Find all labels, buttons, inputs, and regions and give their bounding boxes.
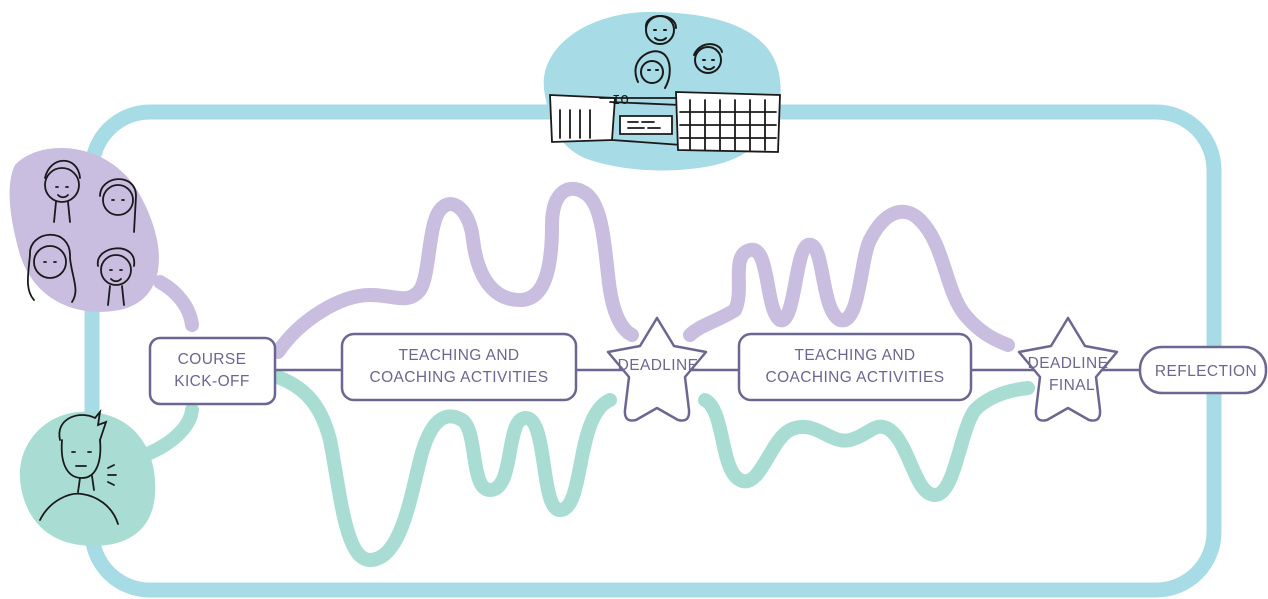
- teaching1-line-2: COACHING ACTIVITIES: [370, 369, 549, 386]
- deadline-final-star-icon: [1017, 316, 1119, 422]
- building-sign: IO: [612, 93, 629, 109]
- reflection-label: REFLECTION: [1155, 363, 1257, 380]
- stage-teaching-activities-1: TEACHING AND COACHING ACTIVITIES: [340, 332, 578, 402]
- teal-connector: [138, 403, 199, 462]
- kickoff-line-2: KICK-OFF: [174, 373, 250, 390]
- deadline-label: DEADLINE: [618, 357, 699, 374]
- stage-deadline: DEADLINE: [606, 316, 708, 422]
- deadline-final-line-1: DEADLINE: [1028, 355, 1109, 372]
- stage-course-kickoff: COURSE KICK-OFF: [148, 336, 277, 406]
- teal-engagement-wave: [268, 369, 617, 568]
- teaching2-line-1: TEACHING AND: [794, 347, 915, 364]
- deadline-final-line-2: FINAL: [1049, 377, 1095, 394]
- purple-engagement-wave: [271, 181, 639, 359]
- stage-reflection: REFLECTION: [1138, 345, 1268, 395]
- purple-engagement-wave-2: [683, 204, 1015, 352]
- purple-connector: [153, 275, 199, 332]
- kickoff-line-1: COURSE: [178, 351, 247, 368]
- stage-teaching-activities-2: TEACHING AND COACHING ACTIVITIES: [737, 332, 973, 402]
- teaching1-line-1: TEACHING AND: [398, 347, 519, 364]
- single-student-icon: [19, 408, 156, 546]
- stage-deadline-final: DEADLINE FINAL: [1017, 316, 1119, 422]
- school-building-icon: IO: [549, 91, 781, 153]
- student-group-icon: [9, 148, 159, 312]
- teal-engagement-wave-2: [698, 381, 1035, 503]
- deadline-star-icon: [606, 316, 708, 422]
- teaching2-line-2: COACHING ACTIVITIES: [766, 369, 945, 386]
